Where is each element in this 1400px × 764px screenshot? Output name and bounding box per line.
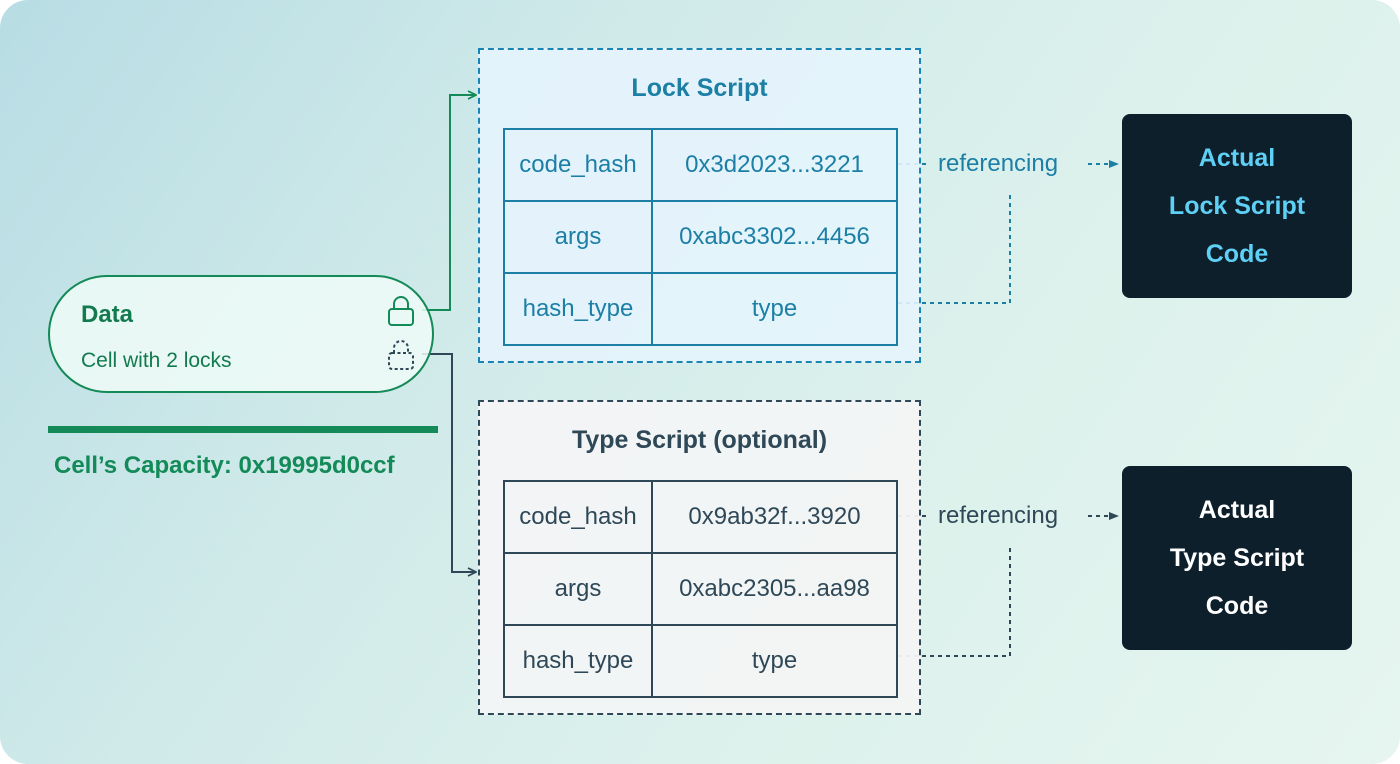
lock-field-args: args <box>503 200 653 274</box>
type-value-args: 0xabc2305...aa98 <box>651 552 898 626</box>
table-row: code_hash 0x9ab32f...3920 <box>503 480 898 554</box>
type-field-args: args <box>503 552 653 626</box>
lock-field-hash-type: hash_type <box>503 272 653 346</box>
type-field-code-hash: code_hash <box>503 480 653 554</box>
type-value-code-hash: 0x9ab32f...3920 <box>651 480 898 554</box>
table-row: args 0xabc2305...aa98 <box>503 552 898 626</box>
table-row: args 0xabc3302...4456 <box>503 200 898 274</box>
cell-to-lock-arrow <box>422 95 476 311</box>
lock-icon <box>388 296 414 326</box>
cell-capacity: Cell’s Capacity: 0x19995d0ccf <box>54 452 395 479</box>
capacity-bar <box>48 426 438 433</box>
type-script-title: Type Script (optional) <box>571 426 828 454</box>
lock-script-table: code_hash 0x3d2023...3221 args 0xabc3302… <box>503 128 898 346</box>
type-field-hash-type: hash_type <box>503 624 653 698</box>
type-script-box: Type Script (optional) code_hash 0x9ab32… <box>478 400 921 715</box>
type-code-line-1: Actual <box>1198 496 1276 524</box>
lock-value-code-hash: 0x3d2023...3221 <box>651 128 898 202</box>
lock-code-line-3: Code <box>1205 240 1269 268</box>
actual-lock-script-code-box: Actual Lock Script Code <box>1122 114 1352 298</box>
lock-value-args: 0xabc3302...4456 <box>651 200 898 274</box>
dashed-lock-icon <box>388 340 414 370</box>
lock-referencing-label: referencing <box>938 150 1059 177</box>
type-code-line-2: Type Script <box>1169 544 1305 572</box>
cell-subtitle: Cell with 2 locks <box>81 349 232 372</box>
table-row: hash_type type <box>503 272 898 346</box>
type-referencing-label: referencing <box>938 502 1059 529</box>
lock-field-code-hash: code_hash <box>503 128 653 202</box>
cell-node: Data Cell with 2 locks <box>48 275 434 393</box>
type-code-line-3: Code <box>1205 592 1269 620</box>
table-row: hash_type type <box>503 624 898 698</box>
lock-script-box: Lock Script code_hash 0x3d2023...3221 ar… <box>478 48 921 363</box>
type-script-table: code_hash 0x9ab32f...3920 args 0xabc2305… <box>503 480 898 698</box>
type-value-hash-type: type <box>651 624 898 698</box>
cell-title: Data <box>81 301 134 328</box>
cell-to-type-arrow <box>422 353 476 572</box>
actual-type-script-code-box: Actual Type Script Code <box>1122 466 1352 650</box>
lock-script-title: Lock Script <box>631 74 768 102</box>
lock-code-line-2: Lock Script <box>1168 192 1306 220</box>
lock-value-hash-type: type <box>651 272 898 346</box>
lock-code-line-1: Actual <box>1198 144 1276 172</box>
table-row: code_hash 0x3d2023...3221 <box>503 128 898 202</box>
